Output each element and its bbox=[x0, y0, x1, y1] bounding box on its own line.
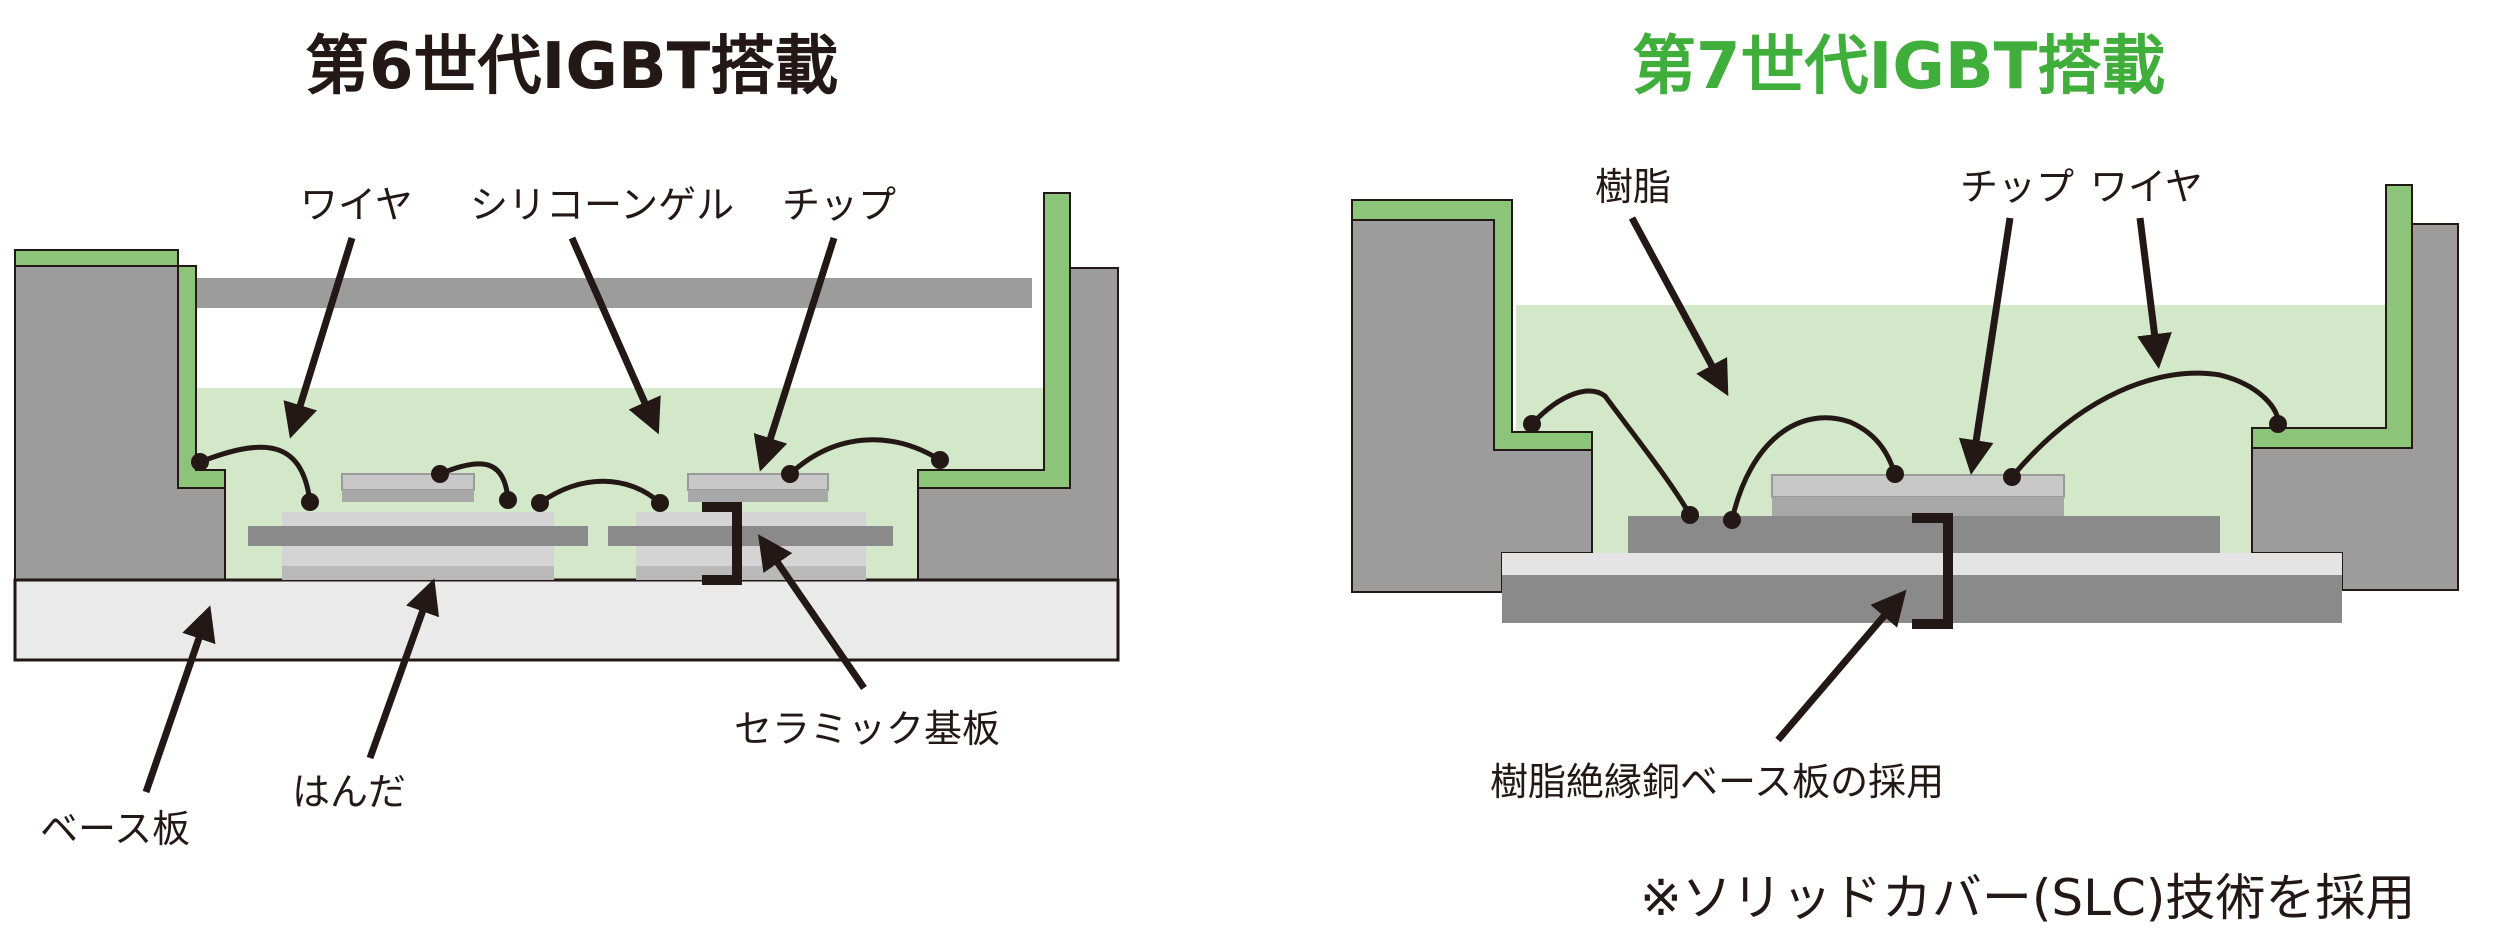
label-solder: はんだ bbox=[292, 770, 406, 814]
left-case-wall bbox=[14, 249, 226, 584]
solder-layer-2 bbox=[636, 566, 866, 580]
wires-right bbox=[1530, 370, 2281, 521]
ceramic-substrate-left-1 bbox=[248, 512, 588, 566]
base-plate-left bbox=[13, 578, 1120, 662]
ceramic-substrate-left-2 bbox=[608, 512, 893, 566]
right-case-wall bbox=[917, 192, 1119, 584]
arrows-right bbox=[1628, 216, 2172, 743]
chip-left-1 bbox=[341, 473, 475, 502]
label-wire-left: ワイヤ bbox=[300, 183, 413, 227]
left-panel: 第6世代IGBT搭載 bbox=[13, 30, 1120, 851]
label-resin: 樹脂 bbox=[1595, 165, 1671, 209]
label-silicone-gel: シリコーンゲル bbox=[470, 183, 734, 227]
wires-left bbox=[199, 437, 942, 506]
right-left-case-wall bbox=[1351, 199, 1593, 593]
case-lid bbox=[190, 278, 1032, 308]
chip-right bbox=[1771, 474, 2065, 516]
solid-cover-note: ※ソリッドカバー(SLC)技術を採用 bbox=[1640, 869, 2415, 927]
resin-insulated-copper-base bbox=[1502, 553, 2342, 623]
chip-left-2 bbox=[687, 473, 829, 502]
label-chip-right: チップ bbox=[1960, 165, 2074, 209]
copper-base-bracket bbox=[1912, 513, 1953, 629]
label-resin-insulated-copper-base: 樹脂絶縁銅ベース板の採用 bbox=[1490, 760, 1944, 804]
right-title: 第7世代IGBT搭載 bbox=[1632, 30, 2165, 104]
left-title: 第6世代IGBT搭載 bbox=[305, 30, 838, 104]
arrows-left bbox=[142, 236, 867, 794]
right-panel: 第7世代IGBT搭載 bbox=[1351, 30, 2459, 927]
wire-bond-points-left bbox=[191, 451, 949, 512]
ceramic-bracket bbox=[702, 502, 742, 585]
label-wire-right: ワイヤ bbox=[2090, 165, 2203, 209]
label-chip-left: チップ bbox=[782, 183, 896, 227]
wire-bond-points-right bbox=[1523, 415, 2287, 529]
label-ceramic-substrate: セラミック基板 bbox=[734, 707, 1000, 751]
label-base-plate: ベース板 bbox=[40, 807, 190, 851]
solder-layer-1 bbox=[282, 566, 554, 580]
